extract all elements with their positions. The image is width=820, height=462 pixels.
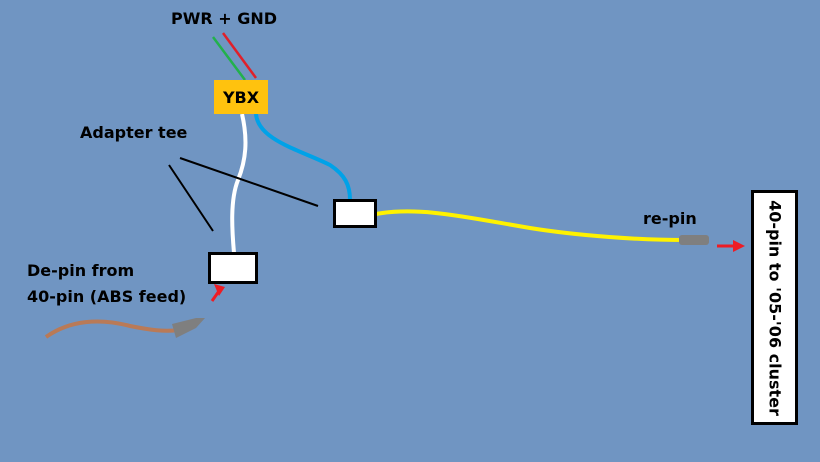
power-wire xyxy=(221,32,258,79)
adapter-tee-pointer-right xyxy=(179,157,319,207)
cluster-connector: 40-pin to '05-'06 cluster xyxy=(751,190,798,425)
adapter-tee-right xyxy=(333,199,377,228)
ybx-label: YBX xyxy=(222,87,260,107)
repin-pin xyxy=(679,235,709,245)
repin-arrow xyxy=(717,240,745,252)
yellow-wire xyxy=(375,209,685,242)
feed-arrow xyxy=(210,284,225,302)
adapter-tee-left xyxy=(208,252,258,284)
blue-wire xyxy=(254,113,352,201)
repin-label: re-pin xyxy=(643,209,697,228)
adapter-tee-pointer-left xyxy=(168,164,214,232)
abs-feed-wire xyxy=(44,319,179,339)
power-label: PWR + GND xyxy=(171,9,278,28)
ground-wire xyxy=(211,36,247,81)
adapter-tee-label: Adapter tee xyxy=(80,123,188,142)
white-wire xyxy=(230,113,248,254)
depin-label-line1: De-pin from xyxy=(27,261,135,280)
cluster-label: 40-pin to '05-'06 cluster xyxy=(765,199,784,416)
ybx-module: YBX xyxy=(214,80,268,114)
feed-pin xyxy=(172,318,205,338)
depin-label-line2: 40-pin (ABS feed) xyxy=(27,287,187,306)
